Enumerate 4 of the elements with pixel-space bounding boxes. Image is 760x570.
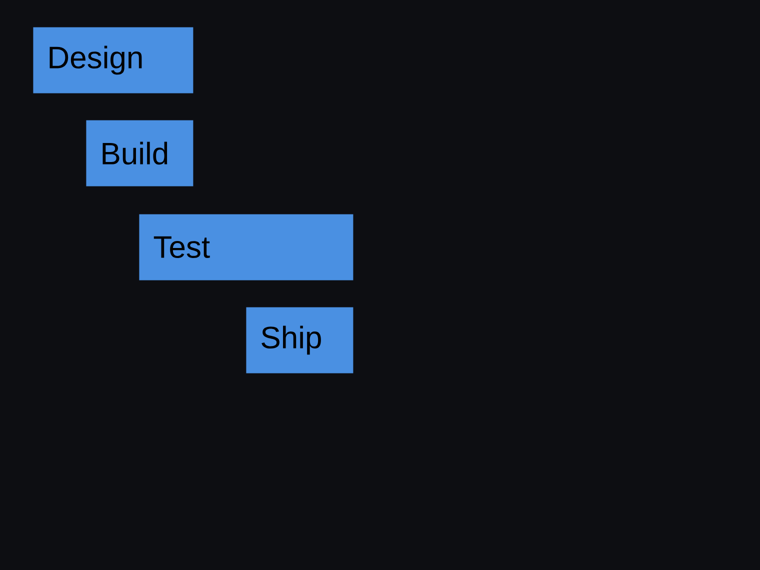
task-bar: Design [33, 27, 194, 94]
task-bar: Build [86, 120, 194, 186]
task-bar: Ship [246, 307, 354, 374]
task-bar: Test [139, 214, 354, 280]
